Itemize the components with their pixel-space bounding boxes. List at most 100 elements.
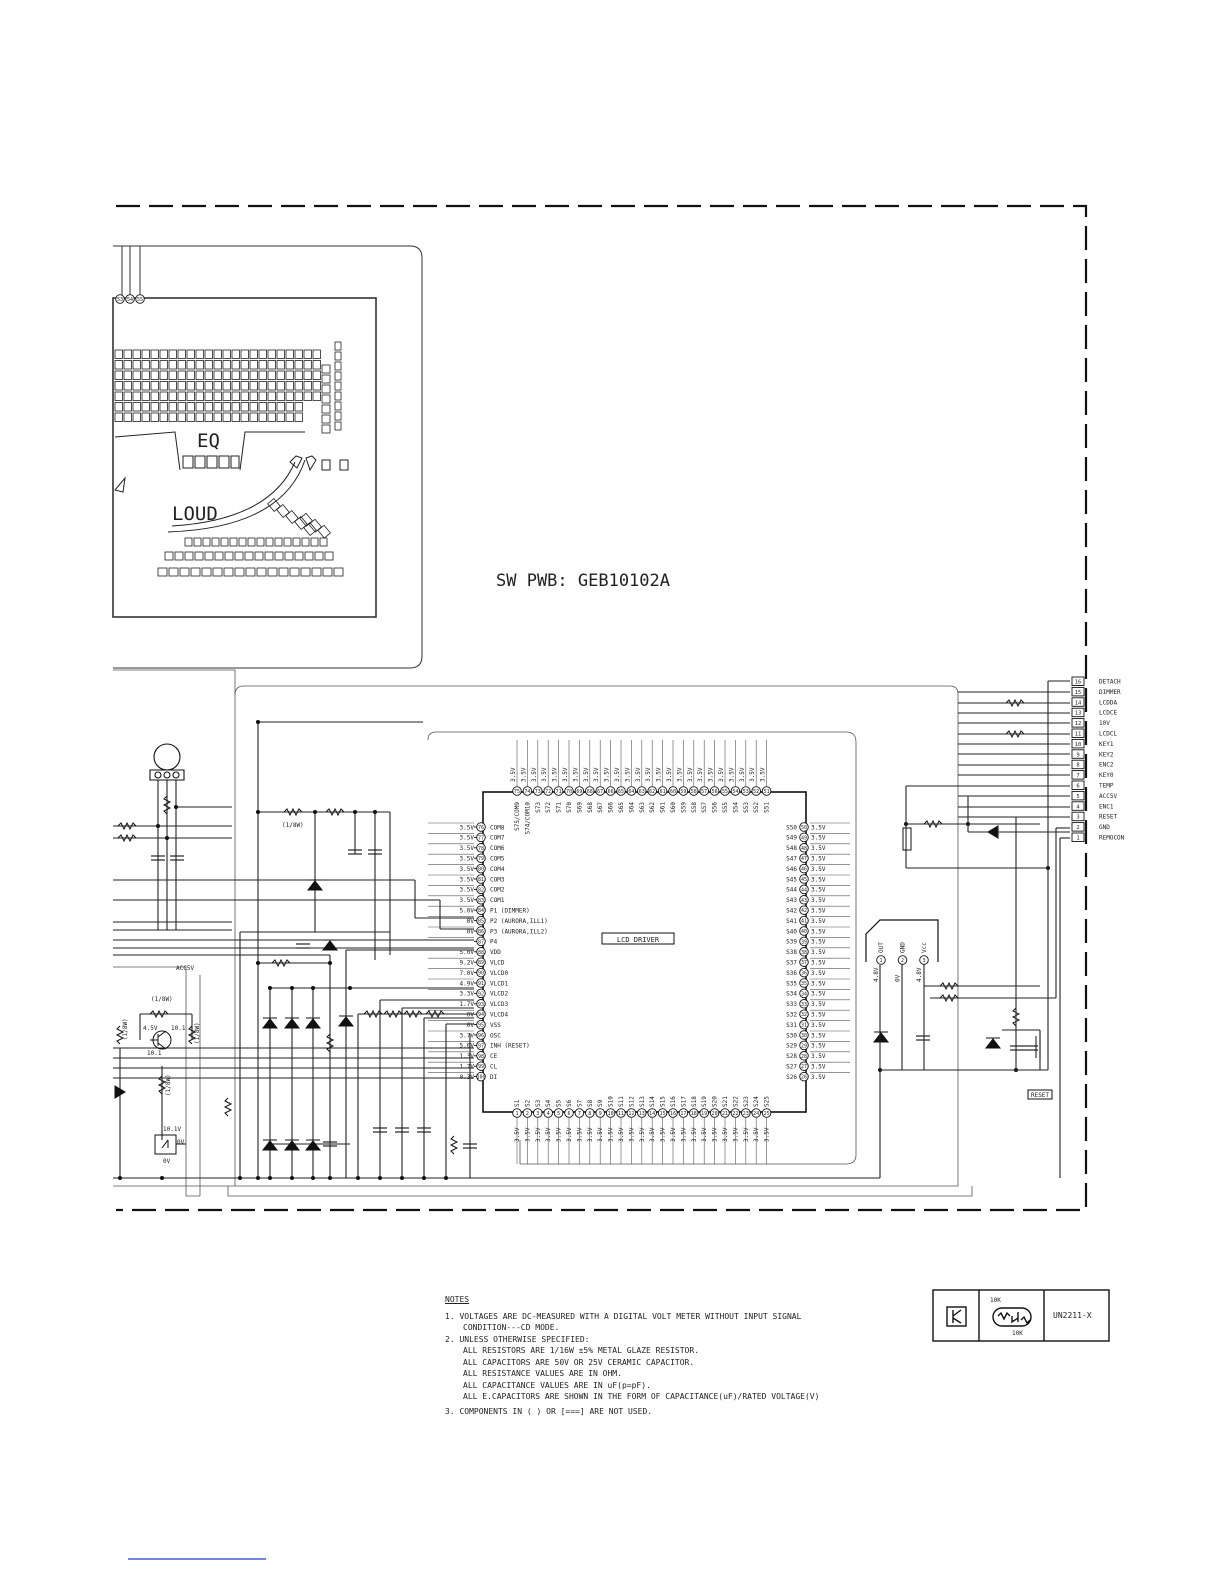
legend-r-bottom: 10K xyxy=(1012,1330,1023,1337)
pin-number: 91 xyxy=(478,981,484,987)
connector-pin-number: 14 xyxy=(1075,700,1082,706)
segment-cell xyxy=(274,551,284,561)
pin-marker xyxy=(476,947,486,957)
sensor-pin-signal: GND xyxy=(900,942,907,953)
pin-number: 65 xyxy=(618,789,624,795)
connector-pin xyxy=(1071,676,1085,686)
segment-cell xyxy=(254,551,264,561)
segment-cell xyxy=(159,412,168,422)
outer-dashed-border xyxy=(116,204,1088,1212)
ic-pin-signal: S13 xyxy=(639,1096,646,1107)
ic-pin-voltage: 3.5V xyxy=(460,824,475,831)
segment-cell xyxy=(244,551,254,561)
pin-marker xyxy=(476,978,486,988)
reset-button-label: RESET xyxy=(1031,1092,1049,1099)
pin-marker xyxy=(799,926,809,936)
segment-cell xyxy=(276,360,285,370)
pin-number: 9 xyxy=(599,1111,602,1117)
pin-marker xyxy=(741,786,751,796)
pin-number: 53 xyxy=(743,789,749,795)
segment-cell xyxy=(132,370,141,380)
segment-cell xyxy=(240,391,249,401)
pin-number: 28 xyxy=(801,1054,807,1060)
ic-pin-signal: S73 xyxy=(535,802,542,813)
segment-cell xyxy=(292,537,301,547)
segment-cell xyxy=(334,341,342,351)
pin-marker xyxy=(476,905,486,915)
segment-cell xyxy=(265,537,274,547)
pin-number: 47 xyxy=(801,856,807,862)
voltage-label: 10.1 xyxy=(171,1025,186,1032)
connector-pin-signal: LCDDA xyxy=(1099,699,1117,706)
pin-marker xyxy=(543,1108,553,1118)
pin-marker xyxy=(799,1051,809,1061)
segment-cell xyxy=(240,349,249,359)
pin-number: 51 xyxy=(764,789,770,795)
pin-number: 74 xyxy=(524,789,530,795)
segment-cell xyxy=(312,391,321,401)
connector-pin-signal: DETACH xyxy=(1099,679,1121,686)
segment-cell xyxy=(294,402,303,412)
segment-cell xyxy=(304,551,314,561)
note-line: ALL RESISTANCE VALUES ARE IN OHM. xyxy=(463,1369,622,1378)
segment-cell xyxy=(258,360,267,370)
segment-cell xyxy=(240,412,249,422)
connector-pin-signal: KEY1 xyxy=(1099,741,1114,748)
ic-pin-signal: S72 xyxy=(545,802,552,813)
segment-cell xyxy=(213,360,222,370)
ic-pin-signal: CE xyxy=(490,1053,498,1060)
segment-cell xyxy=(234,567,245,577)
connector-pin-number: 8 xyxy=(1076,763,1079,769)
segment-cell xyxy=(240,360,249,370)
segment-cell xyxy=(179,567,190,577)
pin-marker xyxy=(616,786,626,796)
ic-pin-signal: S50 xyxy=(786,824,797,831)
ic-pin-signal: CL xyxy=(490,1064,498,1071)
pin-number: 35 xyxy=(801,981,807,987)
segment-cell xyxy=(223,567,234,577)
pin-marker xyxy=(476,1040,486,1051)
segment-cell xyxy=(267,498,281,512)
segment-cell xyxy=(310,537,319,547)
pin-marker xyxy=(564,1108,574,1118)
pin-marker xyxy=(533,1108,543,1118)
pin-marker xyxy=(799,1061,809,1071)
segment-cell xyxy=(213,349,222,359)
ic-pin-signal: S15 xyxy=(660,1096,667,1107)
sensor-pin-voltage: 4.8V xyxy=(916,967,923,982)
ic-pin-signal: S48 xyxy=(786,845,797,852)
segment-cell xyxy=(222,370,231,380)
connector-pin-number: 7 xyxy=(1076,773,1079,779)
pin-number: 11 xyxy=(618,1111,624,1117)
ic-pin-signal: S38 xyxy=(786,949,797,956)
segment-cell xyxy=(240,402,249,412)
connector-pin-number: 1 xyxy=(1076,836,1079,842)
pin-number: 62 xyxy=(649,789,655,795)
ic-pin-signal: S8 xyxy=(587,1099,594,1107)
ic-pin-voltage: 3.5V xyxy=(691,1127,698,1142)
segment-cell xyxy=(177,360,186,370)
ic-pin-voltage: 3.5V xyxy=(811,824,826,831)
segment-cell xyxy=(301,537,310,547)
ic-pin-signal: COM5 xyxy=(490,856,505,863)
segment-cell xyxy=(285,402,294,412)
segment-cell xyxy=(224,551,234,561)
ic-pin-voltage: 3.5V xyxy=(811,991,826,998)
pin-number: 1 xyxy=(879,958,882,964)
ic-pin-voltage: 0V xyxy=(467,928,475,935)
segment-cell xyxy=(231,381,240,391)
segment-cell xyxy=(285,510,299,524)
note-line: ALL E.CAPACITORS ARE SHOWN IN THE FORM O… xyxy=(463,1392,820,1401)
segment-cell xyxy=(204,360,213,370)
ic-pin-signal: S22 xyxy=(732,1096,739,1107)
segment-cell xyxy=(303,522,317,536)
ic-pin-signal: S56 xyxy=(712,802,719,813)
ic-pin-voltage: 3.5V xyxy=(614,767,621,782)
ic-pin-voltage: 3.5V xyxy=(510,767,517,782)
ic-pin-signal: S12 xyxy=(628,1096,635,1107)
ic-pin-voltage: 0.3V xyxy=(460,1074,475,1081)
pin-number: 20 xyxy=(712,1111,718,1117)
pin-number: 21 xyxy=(722,1111,728,1117)
voltage-label: 10.1V xyxy=(163,1126,181,1133)
pin-number: 78 xyxy=(478,846,484,852)
